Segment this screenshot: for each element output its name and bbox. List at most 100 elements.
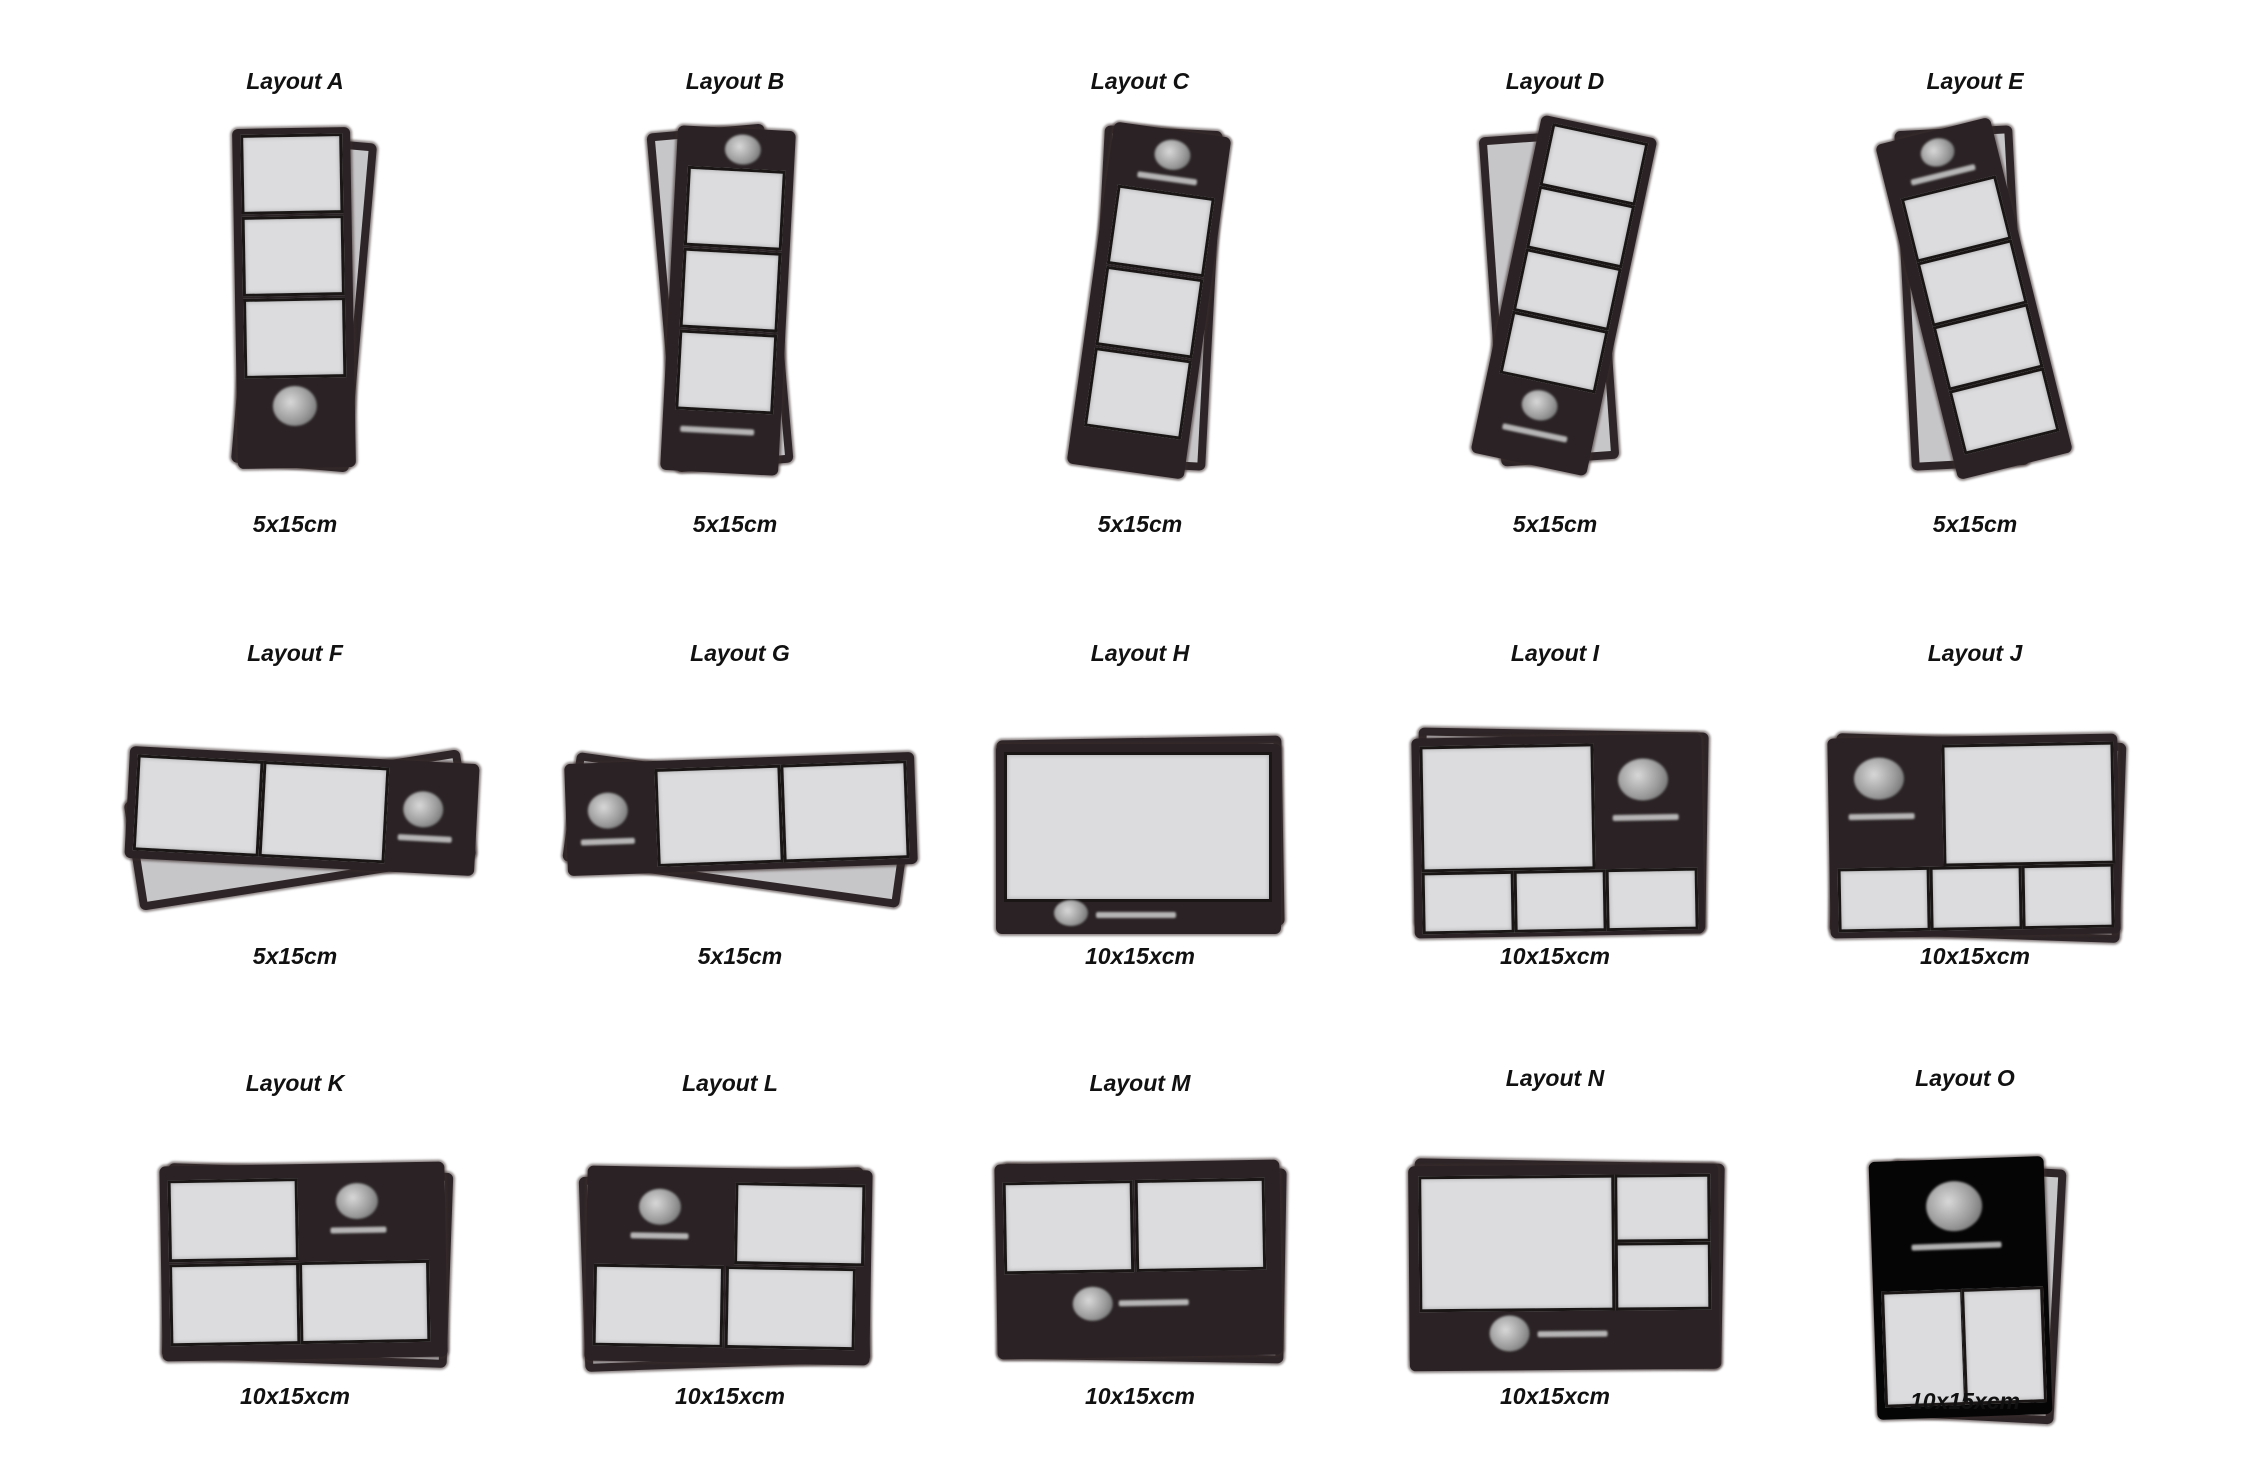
layout-title: Layout I xyxy=(1510,640,1600,666)
photo-slot xyxy=(1004,752,1272,902)
layout-title: Layout J xyxy=(1927,640,2023,666)
photo-slot xyxy=(1418,1174,1616,1313)
logo-icon xyxy=(1917,134,1958,171)
photo-slot xyxy=(683,165,786,251)
front-strip xyxy=(1411,733,1705,939)
front-strip xyxy=(584,1165,873,1366)
text-placeholder xyxy=(630,1232,689,1240)
photo-slot xyxy=(1134,1177,1267,1273)
front-strip xyxy=(124,745,480,877)
logo-icon xyxy=(272,385,318,427)
layout-card-i: Layout I 10x15xcm xyxy=(1335,640,1775,970)
front-strip xyxy=(1408,1163,1720,1372)
text-placeholder xyxy=(1848,813,1915,821)
photo-slot xyxy=(1941,741,2116,867)
layout-preview xyxy=(75,108,515,488)
layout-title: Layout L xyxy=(682,1070,778,1096)
layout-card-b: Layout B 5x15cm xyxy=(515,68,955,538)
layout-preview xyxy=(1755,680,2195,943)
logo-icon xyxy=(724,133,762,166)
photo-slot xyxy=(1421,870,1515,935)
layout-size: 10x15xcm xyxy=(240,1383,350,1409)
text-placeholder xyxy=(397,834,452,843)
layout-preview xyxy=(1335,1105,1775,1372)
photo-slot xyxy=(679,247,782,333)
photo-slot xyxy=(675,329,778,415)
text-placeholder xyxy=(580,837,635,846)
photo-slot xyxy=(1106,184,1215,278)
layout-size: 5x15cm xyxy=(252,511,338,537)
layout-title: Layout H xyxy=(1090,640,1190,666)
logo-icon xyxy=(1617,758,1669,801)
layout-title: Layout E xyxy=(1926,68,2024,94)
text-placeholder xyxy=(1537,1330,1608,1338)
layout-size: 5x15cm xyxy=(1932,511,2018,537)
photo-slot xyxy=(724,1265,856,1351)
front-strip xyxy=(159,1161,448,1362)
layout-card-o: Layout O 10x15xcm xyxy=(1745,1065,2185,1425)
layout-title: Layout C xyxy=(1090,68,1190,94)
front-strip xyxy=(1827,733,2121,939)
layout-card-j: Layout J 10x15xcm xyxy=(1755,640,2195,970)
layout-preview xyxy=(75,1110,515,1368)
text-placeholder xyxy=(1501,423,1568,443)
photo-slot xyxy=(780,760,910,863)
layout-size: 5x15cm xyxy=(697,943,783,969)
layout-card-m: Layout M 10x15xcm xyxy=(920,1070,1360,1410)
layout-card-c: Layout C 5x15cm xyxy=(920,68,1360,538)
layout-size: 10x15xcm xyxy=(1085,943,1195,969)
photo-slot xyxy=(1614,1241,1712,1311)
photo-slot xyxy=(734,1182,866,1267)
text-placeholder xyxy=(1096,912,1176,918)
photo-slot xyxy=(169,1262,301,1347)
layout-title: Layout K xyxy=(245,1070,345,1096)
text-placeholder xyxy=(330,1226,387,1234)
layout-title: Layout D xyxy=(1505,68,1605,94)
layout-card-d: Layout D 5x15cm xyxy=(1335,68,1775,538)
layout-card-l: Layout L 10x15xcm xyxy=(510,1070,950,1410)
layout-preview xyxy=(520,680,960,920)
layout-preview xyxy=(510,1110,950,1372)
layout-preview xyxy=(920,1110,1360,1364)
layout-size: 10x15xcm xyxy=(1910,1388,2020,1414)
photo-slot xyxy=(1095,265,1204,359)
layout-size: 10x15xcm xyxy=(675,1383,785,1409)
layout-title: Layout A xyxy=(246,68,344,94)
layout-preview xyxy=(920,680,1360,934)
layout-card-a: Layout A 5x15cm xyxy=(75,68,515,538)
layout-size: 10x15xcm xyxy=(1085,1383,1195,1409)
photo-slot xyxy=(2021,863,2115,930)
text-placeholder xyxy=(1612,813,1679,822)
layout-size: 5x15cm xyxy=(1097,511,1183,537)
front-strip xyxy=(1868,1156,2053,1420)
photo-slot xyxy=(241,215,345,297)
layout-preview xyxy=(1335,680,1775,939)
front-strip xyxy=(232,126,356,470)
photo-slot xyxy=(1419,743,1596,873)
logo-icon xyxy=(1054,900,1088,926)
layout-preview xyxy=(515,108,955,488)
photo-slot xyxy=(258,760,390,864)
layout-size: 10x15xcm xyxy=(1500,943,1610,969)
photo-slot xyxy=(299,1259,431,1345)
layout-card-g: Layout G 5x15cm xyxy=(520,640,960,970)
photo-slot xyxy=(1929,865,2023,931)
layout-card-e: Layout E 5x15cm xyxy=(1755,68,2195,538)
layout-preview xyxy=(75,680,515,920)
text-placeholder xyxy=(1911,1241,2002,1251)
photo-slot xyxy=(243,297,347,379)
layout-card-h: Layout H 10x15xcm xyxy=(920,640,1360,970)
logo-icon xyxy=(402,790,445,829)
logo-icon xyxy=(587,791,629,830)
photo-slot xyxy=(167,1178,299,1263)
layout-card-f: Layout F 5x15cm xyxy=(75,640,515,970)
layout-size: 5x15cm xyxy=(692,511,778,537)
logo-icon xyxy=(335,1182,379,1220)
front-strip xyxy=(564,751,918,877)
layout-card-n: Layout N 10x15xcm xyxy=(1335,1065,1775,1410)
photo-slot xyxy=(240,133,344,215)
layout-preview xyxy=(1745,1105,2185,1425)
layout-title: Layout B xyxy=(685,68,785,94)
photo-slot xyxy=(654,764,784,867)
front-strip xyxy=(996,744,1281,934)
